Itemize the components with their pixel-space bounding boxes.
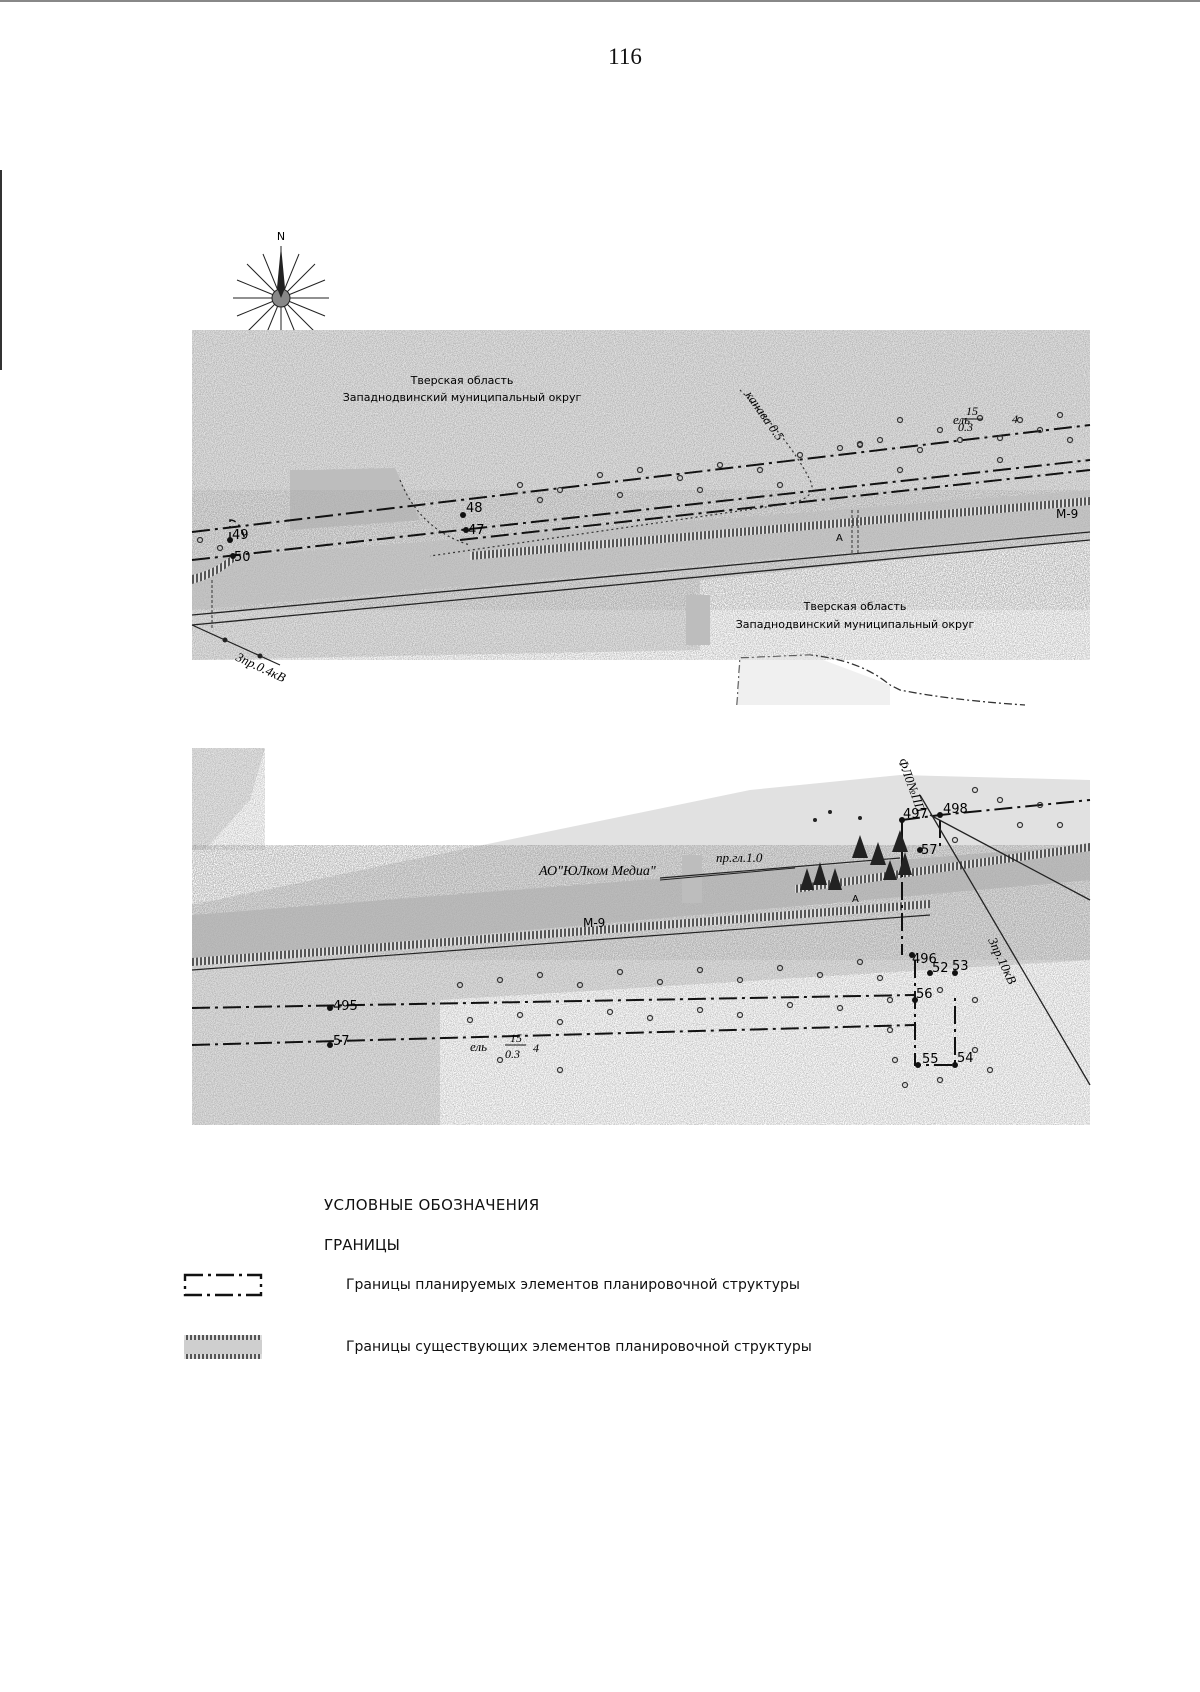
point-label: 495 bbox=[333, 999, 358, 1014]
pipeline-label: пр.гл.1.0 bbox=[716, 850, 763, 865]
point-label: 53 bbox=[952, 959, 969, 974]
existing-boundary-swatch-icon bbox=[184, 1335, 262, 1359]
planned-boundary-swatch-icon bbox=[183, 1273, 263, 1297]
fiber-line bbox=[929, 814, 1091, 901]
power-line-10kv bbox=[919, 794, 1091, 1086]
point-label: 498 bbox=[943, 802, 968, 817]
planned-boundary-lines-top bbox=[191, 424, 1091, 561]
legend-item-text: Границы планируемых элементов планировоч… bbox=[346, 1277, 800, 1293]
point-label: 57 bbox=[333, 1034, 350, 1049]
point-label: 49 bbox=[232, 528, 249, 543]
top-border bbox=[0, 0, 1200, 2]
road-marker-top: A bbox=[836, 533, 843, 544]
region-label-okrug-top: Западнодвинский муниципальный округ bbox=[343, 391, 582, 404]
region-label-okrug-right: Западнодвинский муниципальный округ bbox=[736, 618, 975, 631]
tree-label-prefix: ель bbox=[953, 412, 970, 427]
tree-label-denominator: 0.3 bbox=[958, 420, 973, 434]
legend-item-existing: Границы существующих элементов планирово… bbox=[182, 1332, 812, 1362]
tree-label-denominator: 0.3 bbox=[505, 1047, 520, 1061]
region-label-oblast-right: Тверская область bbox=[803, 600, 907, 613]
point-label: 48 bbox=[466, 501, 483, 516]
map-top-section: Тверская область Западнодвинский муницип… bbox=[191, 330, 1091, 706]
company-label: АО"ЮЛком Медиа" bbox=[538, 864, 656, 879]
point-label: 50 bbox=[234, 550, 251, 565]
tree-label-suffix: 4 bbox=[1012, 412, 1018, 426]
tree-label-bottom: ель 15 0.3 4 bbox=[470, 1031, 539, 1061]
road-label-bottom: М-9 bbox=[583, 916, 605, 930]
map-bottom-section: АО"ЮЛком Медиа" пр.гл.1.0 ФЛ0№ПП 3пр.10к… bbox=[191, 748, 1091, 1125]
structure-block-bottom bbox=[682, 855, 702, 903]
tree-label-suffix: 4 bbox=[533, 1041, 539, 1055]
tree-cluster-icon bbox=[800, 810, 912, 890]
point-label: 54 bbox=[957, 1051, 974, 1066]
road-curve-hatch bbox=[192, 555, 236, 584]
settlement-block-top bbox=[290, 468, 420, 530]
tree-label-numerator: 15 bbox=[966, 404, 978, 418]
road-marker-bottom: A bbox=[852, 894, 859, 905]
page-number: 116 bbox=[608, 44, 642, 69]
legend-item-planned: Границы планируемых элементов планировоч… bbox=[182, 1270, 800, 1300]
tree-markers-bottom bbox=[456, 786, 1064, 1089]
power-line-top bbox=[191, 624, 281, 666]
tree-label-prefix: ель bbox=[470, 1039, 487, 1054]
road-edge-hatch-bottom bbox=[192, 900, 930, 966]
tree-markers-top bbox=[196, 411, 1074, 552]
point-label: 57 bbox=[921, 843, 938, 858]
legend-item-text: Границы существующих элементов планирово… bbox=[346, 1339, 812, 1355]
point-label: 55 bbox=[922, 1052, 939, 1067]
left-border bbox=[0, 170, 2, 370]
tree-label-top: ель 15 0.3 4 bbox=[953, 404, 1018, 434]
road-label-top: М-9 bbox=[1056, 507, 1078, 521]
point-label: 52 bbox=[932, 961, 949, 976]
compass-rose-icon: N bbox=[233, 230, 329, 362]
point-label: 56 bbox=[916, 987, 933, 1002]
structure-block-top bbox=[686, 595, 710, 645]
road-edge-hatch-top bbox=[470, 497, 1090, 560]
region-boundary-top bbox=[736, 654, 1026, 706]
compass-north-label: N bbox=[277, 230, 285, 243]
legend-title: УСЛОВНЫЕ ОБОЗНАЧЕНИЯ bbox=[324, 1196, 540, 1214]
region-label-oblast-top: Тверская область bbox=[410, 374, 514, 387]
tree-label-numerator: 15 bbox=[510, 1031, 522, 1045]
point-label: 47 bbox=[468, 523, 485, 538]
point-label: 496 bbox=[912, 952, 937, 967]
point-label: 497 bbox=[903, 807, 928, 822]
legend-subtitle: ГРАНИЦЫ bbox=[324, 1236, 400, 1254]
